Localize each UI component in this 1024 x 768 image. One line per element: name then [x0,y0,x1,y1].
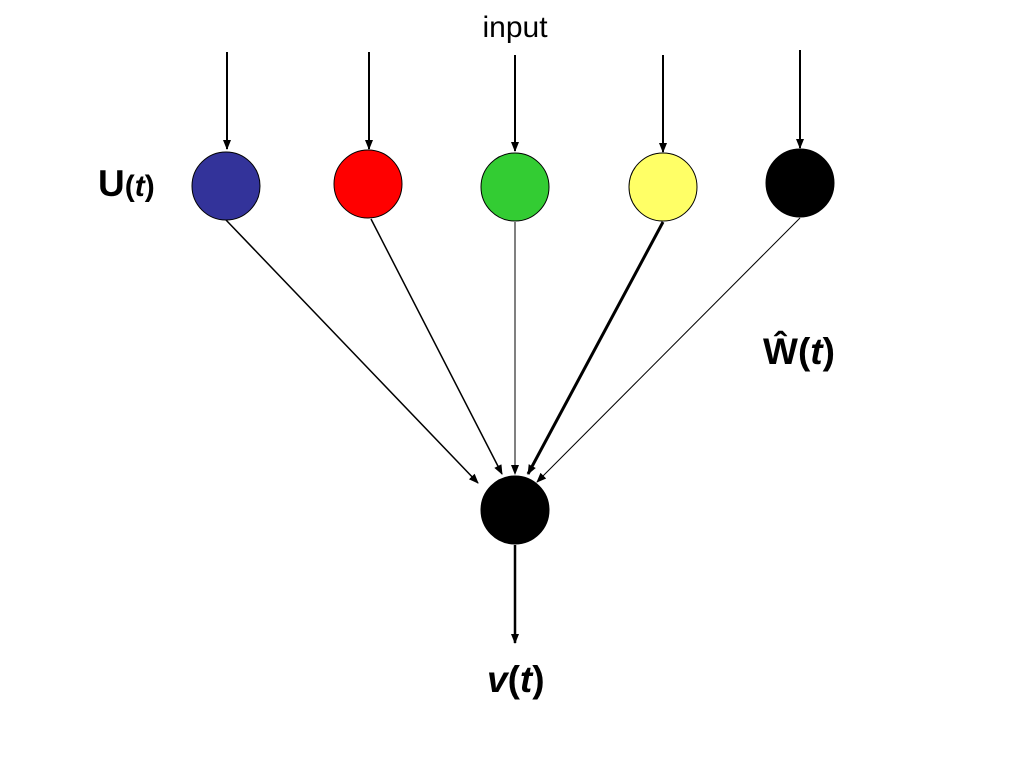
weight-line-5 [536,217,801,483]
weights-label-open: ( [798,331,811,372]
hidden-layer-label: U(t) [98,163,155,204]
output-label-open: ( [508,659,521,700]
node-black [765,148,835,218]
node-red [333,149,403,219]
weight-line-4 [526,221,665,475]
node-green [480,152,550,222]
output-label: v(t) [487,659,545,700]
weight-connections [225,217,801,484]
weights-label: Ŵ(t) [763,330,835,372]
weight-line-2 [370,218,503,475]
input-label: input [482,11,548,44]
output-node [480,475,550,545]
hidden-layer-label-main: U [98,163,125,204]
weights-label-close: ) [823,331,835,372]
hidden-layer-label-open: ( [125,170,135,203]
node-blue [191,151,261,221]
hidden-layer [191,148,835,222]
output-label-var: t [520,659,534,700]
hidden-layer-label-var: t [135,170,147,203]
weights-label-main: Ŵ [763,330,798,372]
output-label-close: ) [532,659,544,700]
weight-line-1 [225,219,479,484]
hidden-layer-label-close: ) [145,170,155,203]
input-arrows [223,50,804,153]
output-label-main: v [487,659,510,700]
weights-label-var: t [810,331,824,372]
node-yellow [628,152,698,222]
